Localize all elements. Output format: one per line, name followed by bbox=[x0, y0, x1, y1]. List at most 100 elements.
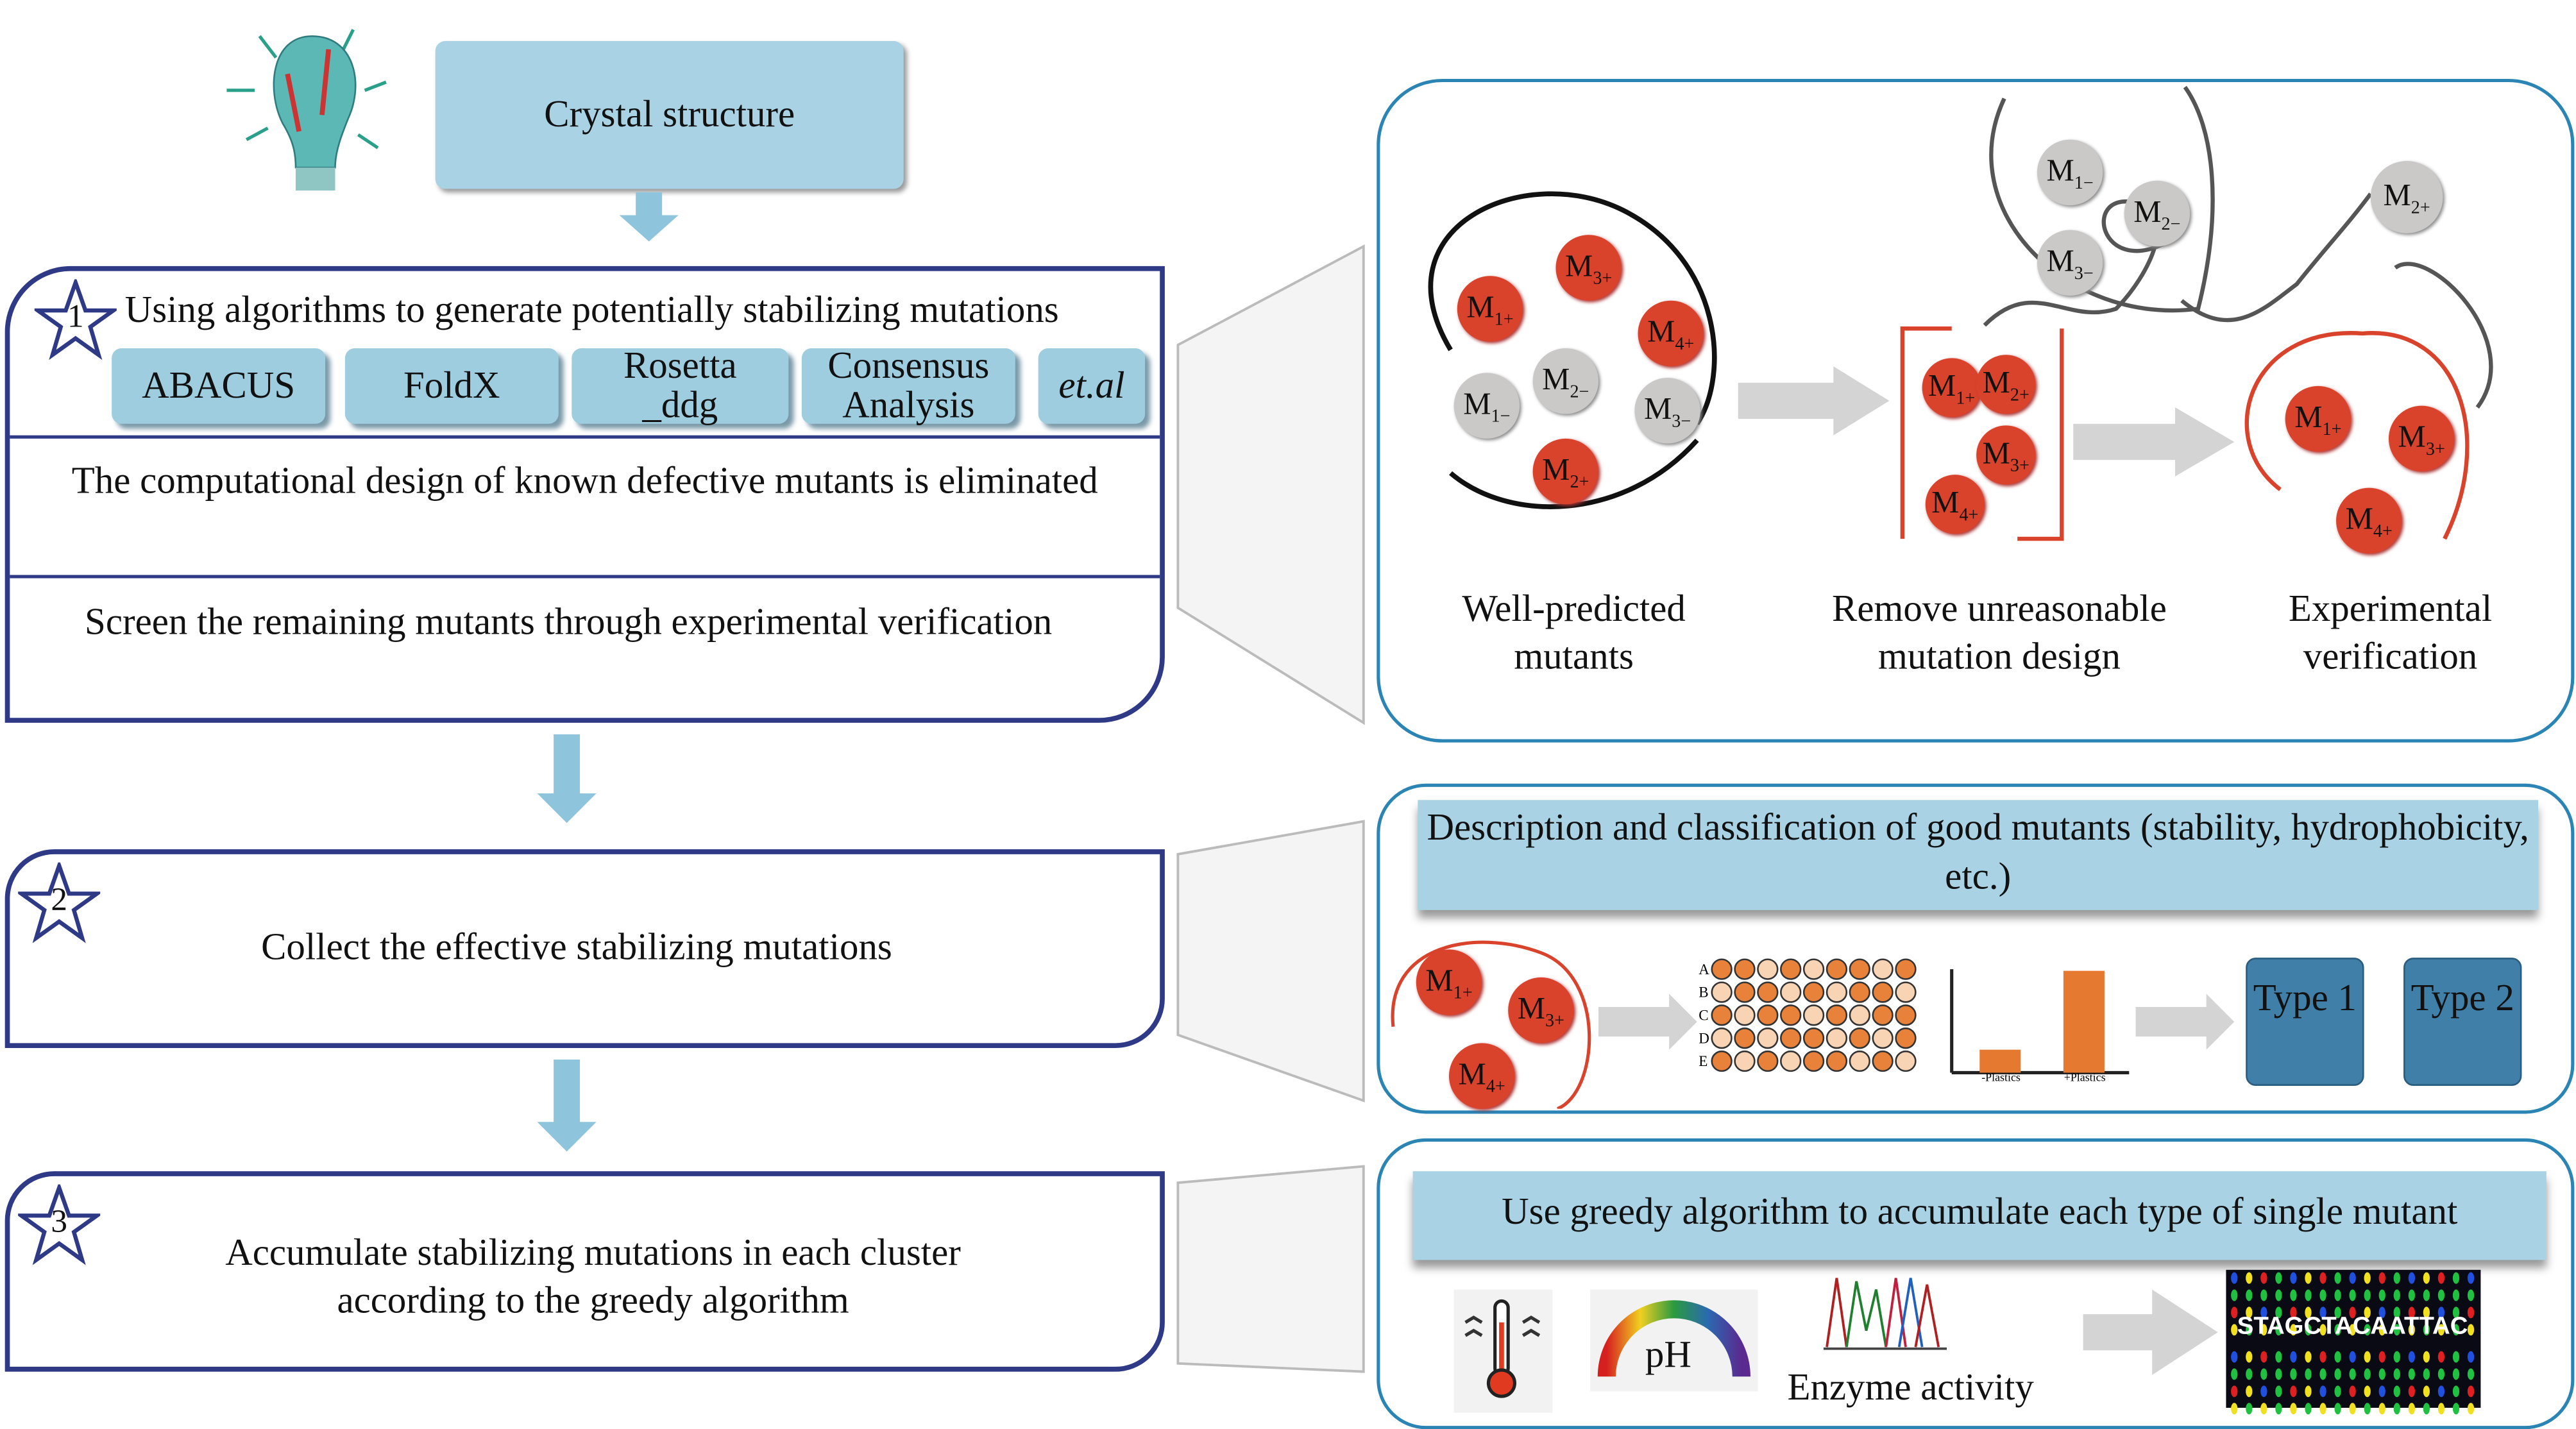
mutant-m4-plus: M4+ bbox=[1925, 475, 1985, 534]
sequence-dot bbox=[2437, 1351, 2445, 1363]
sequence-dot bbox=[2423, 1368, 2430, 1380]
mutant-m1-minus: M1− bbox=[1453, 373, 1520, 439]
step1-box: 1 Using algorithms to generate potential… bbox=[4, 266, 1165, 723]
sequence-dot bbox=[2334, 1385, 2341, 1398]
mutant-m2-plus: M2+ bbox=[1532, 438, 1599, 505]
sequence-dot bbox=[2275, 1368, 2282, 1380]
plate-well bbox=[1734, 1004, 1756, 1026]
sequence-dot bbox=[2378, 1324, 2385, 1336]
sequence-dot bbox=[2334, 1306, 2341, 1319]
mutant-m1-plus: M1+ bbox=[1922, 358, 1981, 418]
sequence-dot bbox=[2378, 1385, 2385, 1398]
sequence-dot bbox=[2467, 1368, 2475, 1380]
mutant-m2-minus: M2− bbox=[2124, 180, 2190, 247]
sequence-dot bbox=[2467, 1385, 2475, 1398]
sequence-dot bbox=[2290, 1385, 2297, 1398]
step1-screen-text: Screen the remaining mutants through exp… bbox=[85, 601, 1053, 643]
sequence-dot bbox=[2231, 1324, 2238, 1336]
plate-well bbox=[1802, 1004, 1825, 1026]
plate-well bbox=[1872, 958, 1894, 980]
sequence-dot bbox=[2378, 1403, 2385, 1415]
sequence-dot bbox=[2423, 1272, 2430, 1284]
step1-title: Using algorithms to generate potentially… bbox=[124, 289, 1059, 330]
plate-well bbox=[1734, 1050, 1756, 1072]
step2-number: 2 bbox=[51, 882, 68, 918]
mutant-m1-plus: M1+ bbox=[1416, 949, 1482, 1015]
sequence-dot bbox=[2452, 1306, 2460, 1319]
sequence-dot bbox=[2437, 1306, 2445, 1319]
down-arrow-icon bbox=[619, 192, 679, 242]
sequence-dot bbox=[2334, 1403, 2341, 1415]
down-arrow-icon bbox=[537, 734, 597, 824]
plate-well bbox=[1757, 981, 1779, 1003]
sequence-dot bbox=[2364, 1324, 2371, 1336]
mutant-m4-plus: M4+ bbox=[1448, 1043, 1515, 1109]
sequence-dot bbox=[2393, 1324, 2400, 1336]
sequence-dot bbox=[2452, 1351, 2460, 1363]
enzyme-activity-label: Enzyme activity bbox=[1787, 1366, 2034, 1408]
bar-minus-plastics bbox=[1979, 1049, 2021, 1073]
sequence-dot bbox=[2437, 1368, 2445, 1380]
sequence-dot bbox=[2408, 1368, 2415, 1380]
sequence-dot bbox=[2408, 1289, 2415, 1301]
sequence-dot bbox=[2437, 1289, 2445, 1301]
bar-plus-plastics bbox=[2063, 970, 2105, 1073]
chromatogram-icon bbox=[1823, 1278, 1947, 1350]
sequence-dot bbox=[2423, 1306, 2430, 1319]
sequence-dot bbox=[2260, 1403, 2267, 1415]
sequence-dot bbox=[2319, 1272, 2326, 1284]
plate-well bbox=[1849, 1027, 1870, 1049]
sequence-dot bbox=[2290, 1351, 2297, 1363]
sequence-dot bbox=[2305, 1351, 2312, 1363]
thermometer-icon bbox=[1453, 1289, 1553, 1413]
connector-shapes bbox=[1176, 244, 1365, 1373]
star-icon bbox=[18, 1184, 101, 1265]
plate-well bbox=[1872, 981, 1894, 1003]
plate-well bbox=[1780, 981, 1802, 1003]
mutant-m3-plus: M3+ bbox=[1555, 235, 1622, 301]
sequence-dot bbox=[2231, 1368, 2238, 1380]
sequence-dot bbox=[2378, 1351, 2385, 1363]
sequence-dot bbox=[2260, 1368, 2267, 1380]
mutant-m3-minus: M3− bbox=[2037, 230, 2103, 296]
plate-well bbox=[1757, 1027, 1779, 1049]
sequence-dot bbox=[2364, 1272, 2371, 1284]
panel2-header: Description and classification of good m… bbox=[1418, 800, 2539, 910]
sequence-dot bbox=[2408, 1385, 2415, 1398]
panel1-graphics bbox=[1428, 85, 2493, 541]
plate-well bbox=[1780, 1050, 1802, 1072]
sequence-dot bbox=[2260, 1306, 2267, 1319]
sequence-dot bbox=[2246, 1351, 2253, 1363]
label-well-predicted: Well-predicted mutants bbox=[1462, 588, 1686, 677]
plate-well bbox=[1734, 958, 1756, 980]
plate-well bbox=[1895, 981, 1917, 1003]
sequence-dot bbox=[2393, 1272, 2400, 1284]
sequence-dot bbox=[2437, 1403, 2445, 1415]
step2-box: 2 Collect the effective stabilizing muta… bbox=[4, 849, 1165, 1049]
bar-label-plus: +Plastics bbox=[2064, 1070, 2106, 1083]
sequence-dot bbox=[2319, 1368, 2326, 1380]
tool-rosetta-ddg: Rosetta _ddg bbox=[572, 346, 789, 425]
panel3-header: Use greedy algorithm to accumulate each … bbox=[1412, 1171, 2546, 1260]
sequence-dot bbox=[2231, 1306, 2238, 1319]
plate-well bbox=[1895, 1004, 1917, 1026]
ph-gauge-icon bbox=[1590, 1289, 1758, 1392]
sequence-dot bbox=[2393, 1385, 2400, 1398]
star-icon bbox=[18, 862, 101, 943]
sequence-dot bbox=[2290, 1272, 2297, 1284]
sequence-dot bbox=[2364, 1403, 2371, 1415]
sequence-dot bbox=[2260, 1324, 2267, 1336]
tool-consensus-analysis: Consensus Analysis bbox=[801, 346, 1015, 425]
plate-well bbox=[1826, 1027, 1848, 1049]
mutant-m3-plus: M3+ bbox=[2388, 405, 2455, 472]
sequence-dot bbox=[2467, 1272, 2475, 1284]
tool-foldx: FoldX bbox=[344, 348, 559, 424]
plate-well bbox=[1849, 1050, 1870, 1072]
sequence-dot bbox=[2423, 1403, 2430, 1415]
sequence-dot bbox=[2334, 1289, 2341, 1301]
plate-well bbox=[1895, 1050, 1917, 1072]
sequence-dot bbox=[2423, 1385, 2430, 1398]
sequence-dot bbox=[2364, 1368, 2371, 1380]
